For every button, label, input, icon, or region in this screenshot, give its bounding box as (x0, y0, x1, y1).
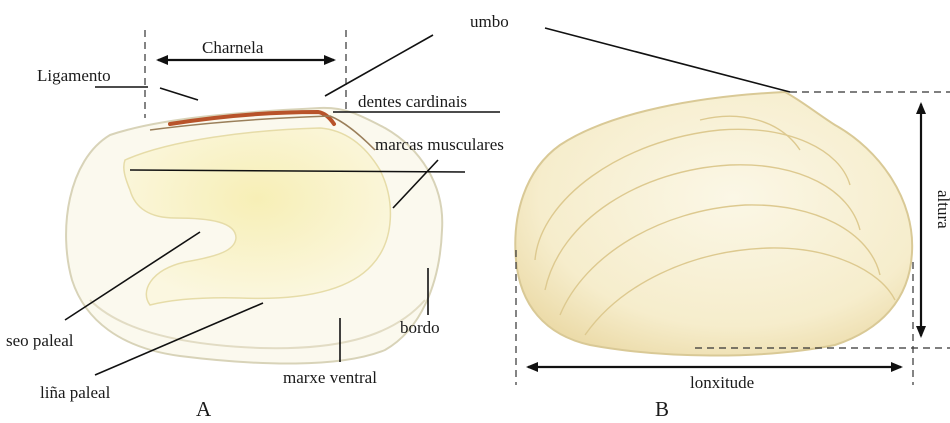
label-marxe-ventral: marxe ventral (283, 368, 377, 387)
label-ligamento: Ligamento (37, 66, 111, 85)
shell-b-outline (515, 92, 912, 356)
label-panel-b: B (655, 397, 669, 421)
label-lonxitude: lonxitude (690, 373, 754, 392)
label-charnela: Charnela (202, 38, 264, 57)
label-dentes-cardinais: dentes cardinais (358, 92, 467, 111)
label-altura: altura (934, 190, 950, 229)
umbo-b-leader (545, 28, 790, 92)
label-seo-paleal: seo paleal (6, 331, 74, 350)
shell-a-inner-area (124, 128, 391, 305)
umbo-a-leader (325, 35, 433, 96)
shell-b-outer-view (515, 92, 912, 356)
label-bordo: bordo (400, 318, 440, 337)
label-panel-a: A (196, 397, 212, 421)
label-lina-paleal: liña paleal (40, 383, 111, 402)
ligamento-leader (160, 88, 198, 100)
label-marcas-musculares: marcas musculares (375, 135, 504, 154)
label-umbo: umbo (470, 12, 509, 31)
